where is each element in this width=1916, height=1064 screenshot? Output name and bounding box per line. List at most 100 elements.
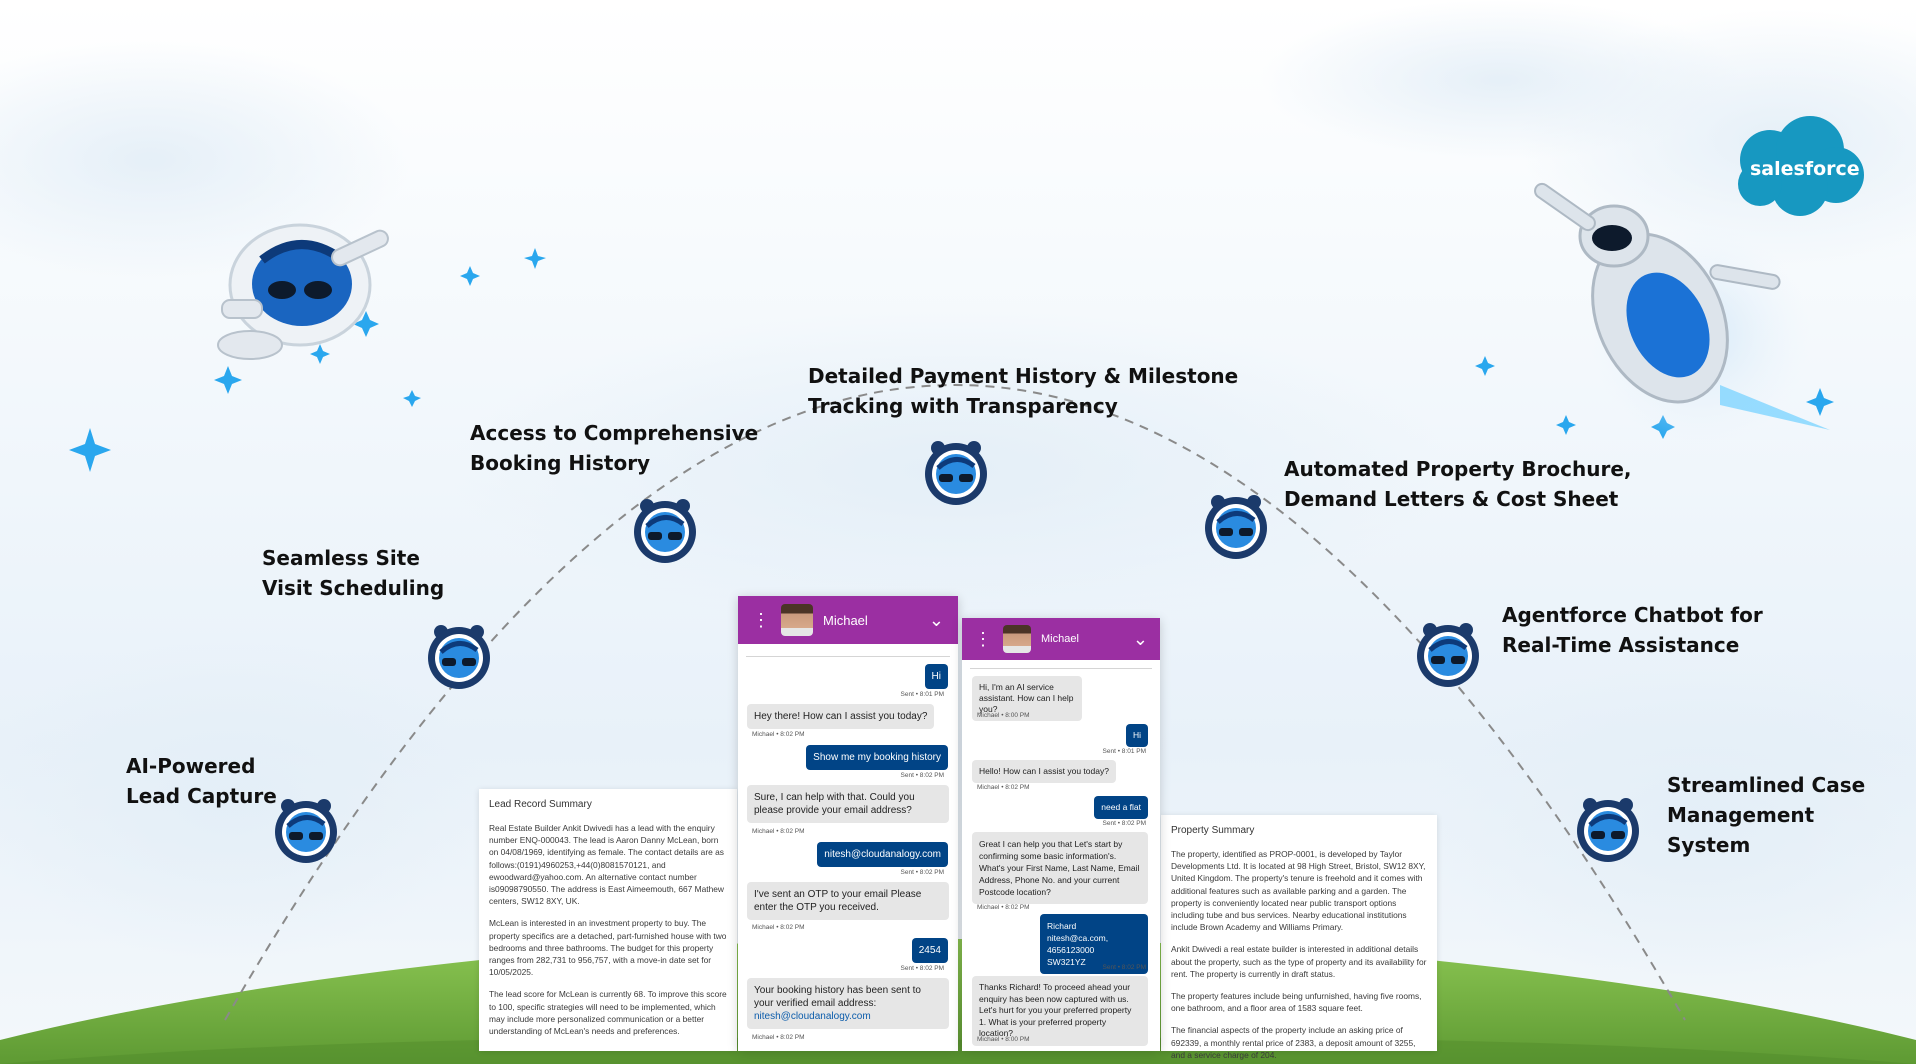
cloud <box>0 40 410 280</box>
sparkle-icon <box>214 366 242 394</box>
feature-line: Real-Time Assistance <box>1502 633 1740 657</box>
message-meta: Sent • 8:01 PM <box>900 691 944 698</box>
feature-line: Visit Scheduling <box>262 576 445 600</box>
message-meta: Sent • 8:02 PM <box>900 869 944 876</box>
summary-paragraph: Real Estate Builder Ankit Dwivedi has a … <box>489 823 724 907</box>
message-meta: Sent • 8:02 PM <box>1102 820 1146 827</box>
property-summary: Property Summary The property, identifie… <box>1161 815 1437 1060</box>
feature-case-management: Streamlined Case Management System <box>1667 770 1865 860</box>
message-bubble-in: Sure, I can help with that. Could you pl… <box>747 785 949 823</box>
summary-paragraph: The lead score for McLean is currently 6… <box>489 989 727 1037</box>
feature-line: Detailed Payment History & Milestone <box>808 364 1239 388</box>
astro-face-icon <box>428 625 490 689</box>
message-meta: Michael • 8:02 PM <box>752 731 805 738</box>
feature-agentforce-chatbot: Agentforce Chatbot for Real-Time Assista… <box>1502 600 1763 660</box>
astro-face-icon <box>1577 798 1639 862</box>
message-bubble-in: Hey there! How can I assist you today? <box>747 704 935 729</box>
message-bubble-in: Your booking history has been sent to yo… <box>747 978 949 1029</box>
robot-bear-mascot-icon <box>1534 182 1830 430</box>
lead-record-summary: Lead Record Summary Real Estate Builder … <box>479 789 737 1051</box>
message-bubble-in: Great I can help you that Let's start by… <box>972 832 1148 904</box>
message-bubble-in: Hello! How can I assist you today? <box>972 760 1116 783</box>
feature-line: System <box>1667 833 1751 857</box>
feature-property-brochure: Automated Property Brochure, Demand Lett… <box>1284 454 1632 514</box>
message-meta: Sent • 8:02 PM <box>1102 964 1146 971</box>
summary-paragraph: The financial aspects of the property in… <box>1171 1025 1416 1060</box>
message-meta: Sent • 8:01 PM <box>1102 748 1146 755</box>
feature-line: Automated Property Brochure, <box>1284 457 1632 481</box>
feature-line: Agentforce Chatbot for <box>1502 603 1763 627</box>
message-bubble-out: Richard nitesh@ca.com, 4656123000 SW321Y… <box>1040 914 1148 974</box>
email-link[interactable]: nitesh@cloudanalogy.com <box>754 1011 871 1022</box>
more-options-icon[interactable]: ⋮ <box>752 610 770 630</box>
message-meta: Sent • 8:02 PM <box>900 772 944 779</box>
chat-window-booking: ⋮ Michael ⌄ Hi Sent • 8:01 PM Hey there!… <box>738 596 958 1051</box>
message-line: SW321YZ <box>1047 957 1086 967</box>
chat-header: ⋮ Michael ⌄ <box>962 618 1160 660</box>
cloud <box>1260 0 1740 160</box>
feature-line: AI-Powered <box>126 754 256 778</box>
message-text: 1. What is your preferred property locat… <box>979 1016 1107 1039</box>
sparkle-icon <box>403 390 421 407</box>
feature-line: Streamlined Case <box>1667 773 1866 797</box>
summary-paragraph: The property features include being unfu… <box>1171 991 1422 1014</box>
message-text: Thanks Richard! To proceed ahead your en… <box>979 982 1132 1015</box>
sparkle-icon <box>460 266 480 286</box>
summary-title: Property Summary <box>1171 825 1255 836</box>
astro-face-icon <box>634 499 696 563</box>
message-bubble-out: Hi <box>1125 724 1148 747</box>
message-bubble-out: 2454 <box>911 938 948 963</box>
message-bubble-in: Hi, I'm an AI service assistant. How can… <box>972 676 1082 721</box>
chevron-down-icon[interactable]: ⌄ <box>1132 628 1148 649</box>
feature-line: Booking History <box>470 451 651 475</box>
avatar <box>781 604 813 636</box>
astro-face-icon <box>275 799 337 863</box>
sparkle-icon <box>1475 356 1495 376</box>
feature-ai-lead-capture: AI-Powered Lead Capture <box>126 751 277 811</box>
chevron-down-icon[interactable]: ⌄ <box>928 609 944 630</box>
feature-line: Lead Capture <box>126 784 277 808</box>
message-meta: Michael • 8:02 PM <box>977 784 1030 791</box>
astro-face-icon <box>1205 495 1267 559</box>
astro-face-icon <box>925 441 987 505</box>
summary-paragraph: Ankit Dwivedi a real estate builder is i… <box>1171 944 1427 979</box>
chat-header: ⋮ Michael ⌄ <box>738 596 958 644</box>
divider <box>970 668 1152 669</box>
message-bubble-out: Hi <box>924 664 948 689</box>
feature-line: Demand Letters & Cost Sheet <box>1284 487 1619 511</box>
timeline-arc <box>224 384 1686 1021</box>
feature-line: Tracking with Transparency <box>808 394 1118 418</box>
message-line: nitesh@ca.com, 4656123000 <box>1047 933 1109 955</box>
message-bubble-in: Thanks Richard! To proceed ahead your en… <box>972 976 1148 1046</box>
feature-line: Access to Comprehensive <box>470 421 759 445</box>
agent-name: Michael <box>1041 633 1079 645</box>
message-meta: Michael • 8:02 PM <box>977 904 1030 911</box>
sparkle-icon <box>1806 388 1834 416</box>
chat-window-enquiry: ⋮ Michael ⌄ Hi, I'm an AI service assist… <box>962 618 1160 1051</box>
feature-line: Seamless Site <box>262 546 420 570</box>
feature-payment-history: Detailed Payment History & Milestone Tra… <box>808 361 1238 421</box>
more-options-icon[interactable]: ⋮ <box>974 629 992 649</box>
message-meta: Sent • 8:02 PM <box>900 965 944 972</box>
message-meta: Michael • 8:02 PM <box>752 1034 805 1041</box>
salesforce-logo <box>1738 116 1864 216</box>
message-bubble-out: nitesh@cloudanalogy.com <box>817 842 948 867</box>
summary-paragraph: McLean is interested in an investment pr… <box>489 918 727 978</box>
feature-site-visit-scheduling: Seamless Site Visit Scheduling <box>262 543 444 603</box>
message-meta: Michael • 8:00 PM <box>977 712 1030 719</box>
message-meta: Michael • 8:00 PM <box>977 1036 1030 1043</box>
sparkle-icon <box>353 311 379 337</box>
summary-paragraph: The property, identified as PROP-0001, i… <box>1171 849 1426 933</box>
message-meta: Michael • 8:02 PM <box>752 828 805 835</box>
sparkle-icon <box>1556 415 1576 435</box>
sparkle-icon <box>69 428 111 472</box>
message-text: Your booking history has been sent to yo… <box>754 985 921 1009</box>
divider <box>746 656 950 657</box>
message-bubble-out: need a flat <box>1094 796 1148 819</box>
salesforce-logo-text: salesforce <box>1750 158 1860 180</box>
robot-mascot-icon <box>217 223 389 360</box>
message-bubble-out: Show me my booking history <box>806 745 948 770</box>
cloud <box>1420 650 1916 990</box>
